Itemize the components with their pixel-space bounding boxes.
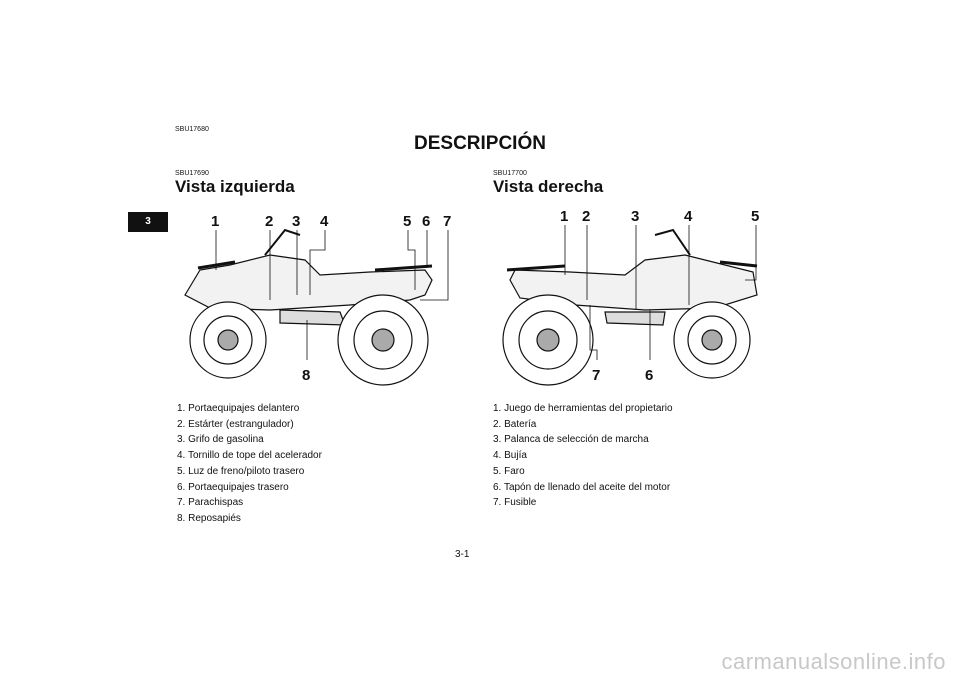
right-legend-list: 1. Juego de herramientas del propietario…: [493, 401, 673, 511]
right-heading: Vista derecha: [493, 177, 604, 196]
page-title: DESCRIPCIÓN: [414, 133, 546, 154]
callout-left-3: 3: [292, 213, 301, 230]
section-tab: 3: [128, 212, 168, 232]
callout-right-7: 7: [592, 367, 601, 384]
callout-right-6: 6: [645, 367, 654, 384]
right-code: SBU17700: [493, 170, 527, 177]
list-item: 4. Bujía: [493, 450, 527, 462]
callout-left-8: 8: [302, 367, 311, 384]
callout-left-2: 2: [265, 213, 274, 230]
list-item: 2. Batería: [493, 418, 537, 430]
list-item: 8. Reposapiés: [177, 512, 241, 524]
list-item: 3. Palanca de selección de marcha: [493, 434, 649, 446]
list-item: 6. Portaequipajes trasero: [177, 481, 289, 493]
list-item: 6. Tapón de llenado del aceite del motor: [493, 481, 671, 493]
callout-right-3: 3: [631, 208, 640, 225]
atv-right-view-illustration: [502, 225, 758, 386]
callout-left-4: 4: [320, 213, 329, 230]
list-item: 1. Juego de herramientas del propietario: [493, 403, 673, 414]
list-item: 3. Grifo de gasolina: [177, 434, 264, 446]
callout-right-1: 1: [560, 208, 569, 225]
left-legend-list: 1. Portaequipajes delantero 2. Estárter …: [177, 401, 322, 527]
watermark: carmanualsonline.info: [721, 649, 946, 674]
callout-left-6: 6: [422, 213, 431, 230]
callout-right-2: 2: [582, 208, 591, 225]
left-heading: Vista izquierda: [175, 177, 295, 196]
list-item: 5. Luz de freno/piloto trasero: [177, 465, 305, 477]
section-code: SBU17680: [175, 126, 209, 133]
left-code: SBU17690: [175, 170, 209, 177]
list-item: 7. Parachispas: [177, 497, 244, 509]
callout-left-7: 7: [443, 213, 452, 230]
callout-right-5: 5: [751, 208, 760, 225]
list-item: 2. Estárter (estrangulador): [177, 418, 294, 430]
callout-left-5: 5: [403, 213, 412, 230]
callout-left-1: 1: [211, 213, 220, 230]
list-item: 5. Faro: [493, 465, 525, 477]
list-item: 7. Fusible: [493, 497, 537, 509]
callout-right-4: 4: [684, 208, 693, 225]
list-item: 1. Portaequipajes delantero: [177, 403, 300, 414]
page-number: 3-1: [455, 549, 470, 560]
atv-left-view-illustration: [184, 228, 449, 386]
list-item: 4. Tornillo de tope del acelerador: [177, 450, 322, 462]
